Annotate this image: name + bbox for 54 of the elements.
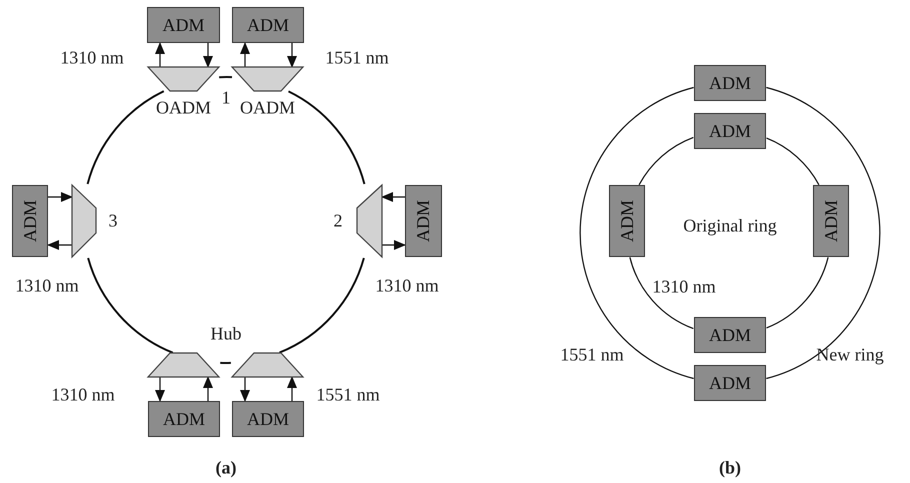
fiber-ring-line [766,257,829,328]
arrow [48,192,73,202]
arrow [287,376,297,401]
adm-box: ADM [694,113,766,149]
node-number: 1 [222,88,230,108]
fiber-ring-line [220,362,231,364]
arrow [381,192,405,202]
wavelength-label: 1310 nm [15,276,79,296]
adm-box: ADM [232,7,304,43]
arrow [240,42,250,67]
arrow [382,240,406,250]
oadm-label: OADM [156,98,211,118]
panel-label: (a) [216,458,236,478]
wavelength-label: 1310 nm [375,276,439,296]
arrow [287,43,297,68]
adm-box: ADM [232,401,304,437]
wavelength-label: 1551 nm [560,344,624,366]
fiber-ring-line [279,258,365,354]
arrow [47,240,72,250]
adm-box: ADM [405,185,442,257]
adm-box: ADM [147,7,220,43]
wavelength-label: 1551 nm [316,384,380,406]
fiber-ring-line [288,90,366,184]
node-number: 3 [108,210,118,232]
fiber-ring-line [638,136,694,186]
adm-box: ADM [12,185,48,257]
arrow [203,376,213,401]
adm-box: ADM [694,65,766,101]
arrow [155,377,165,402]
fiber-ring-line [766,86,880,380]
adm-box: ADM [694,317,766,353]
fiber-ring-line [86,90,164,184]
arrow [203,43,213,68]
oadm-label: OADM [240,98,295,118]
ring-label: Original ring [683,216,777,236]
adm-box: ADM [148,401,220,437]
arrow [155,42,165,67]
fiber-ring-line [766,138,820,186]
adm-box: ADM [694,365,766,401]
wavelength-label: 1310 nm [652,276,716,298]
fiber-ring-line [87,258,174,354]
arrow [240,377,250,402]
adm-box: ADM [813,185,849,257]
ring-label: New ring [816,344,884,366]
wavelength-label: 1310 nm [60,48,124,68]
fiber-ring-line [580,86,694,380]
panel-label: (b) [719,458,741,478]
adm-box: ADM [609,185,645,257]
wavelength-label: 1551 nm [325,48,389,68]
fiber-ring-line [629,257,694,330]
wavelength-label: 1310 nm [51,384,115,406]
hub-label: Hub [210,324,242,344]
node-number: 2 [334,210,342,232]
fiber-ring-line [219,76,232,78]
